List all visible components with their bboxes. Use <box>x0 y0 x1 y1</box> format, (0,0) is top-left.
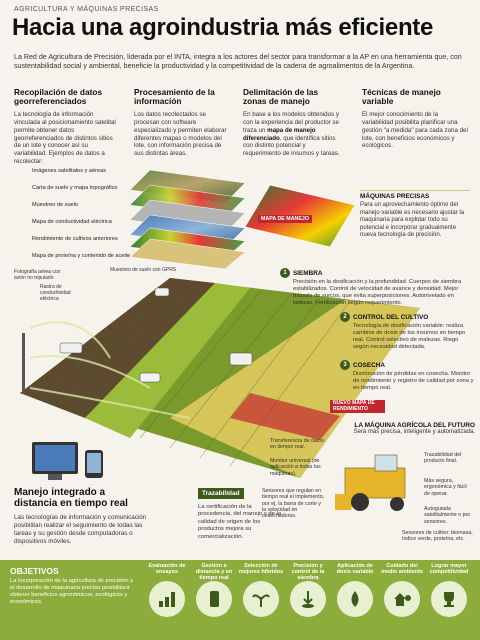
harvester-machine <box>229 352 253 366</box>
lead-paragraph: La Red de Agricultura de Precisión, lide… <box>14 53 462 71</box>
label-conductivity: Rastra de conductividad eléctrica <box>40 284 71 302</box>
column-zones: Delimitación de las zonas de manejo En b… <box>243 87 343 158</box>
goal-sowing: Precisión y control de la siembra <box>285 563 331 617</box>
note-biomass: Sensores de cultivo: biomasa, índice ver… <box>402 530 473 543</box>
note-auto: Autoguiada satelitalmente o por sensores… <box>424 506 471 525</box>
machines-box: MÁQUINAS PRECISAS Para un aprovechamient… <box>360 190 470 240</box>
goal-trials: Evaluación de ensayos <box>144 563 190 617</box>
drop-icon <box>337 581 373 617</box>
machines-title: MÁQUINAS PRECISAS <box>360 190 470 200</box>
map-layers-illustration <box>129 169 356 270</box>
management-section: Manejo integrado a distancia en tiempo r… <box>14 487 147 546</box>
column-data-collection: Recopilación de datos georreferenciados … <box>14 87 119 166</box>
house-tree-icon <box>384 581 420 617</box>
column-title: Procesamiento de la información <box>134 87 215 107</box>
seed-drill-icon <box>290 581 326 617</box>
tractor-gps <box>154 287 170 297</box>
label-aerial-photo: Fotografía aérea con avión no tripulado <box>14 269 61 281</box>
traceability-section: Trazabilidad La certificación de la proc… <box>198 488 282 540</box>
goal-environment: Cuidado del medio ambiente <box>379 563 425 617</box>
trophy-icon <box>431 581 467 617</box>
goal-competitiveness: Lograr mayor competitividad <box>426 563 472 617</box>
yield-map-overlay <box>230 393 340 440</box>
layer-label: Carta de suelo y mapa topográfico <box>30 185 120 191</box>
layer-label: Muestreo de suelo <box>30 202 81 208</box>
note-transfer: Transferencia de datos en tiempo real. <box>270 438 324 451</box>
map-tag: MAPA DE MANEJO <box>258 215 312 223</box>
chart-icon <box>149 581 185 617</box>
future-machine: LA MÁQUINA AGRÍCOLA DEL FUTURO Será más … <box>353 422 475 435</box>
layer-label: Mapa de proteína y contenido de aceite <box>30 253 133 259</box>
layer-label: Rendimiento de cultivos anteriores <box>30 236 120 242</box>
goal-hybrids: Selección de mejores híbridos <box>238 563 284 617</box>
column-text: El mejor conocimiento de la variabilidad… <box>362 111 468 150</box>
phone-icon <box>196 581 232 617</box>
column-text: Los datos recolectados se procesan con s… <box>134 111 227 157</box>
goal-remote: Gestión a distancia y en tiempo real <box>191 563 237 617</box>
column-title: Delimitación de las zonas de manejo <box>243 87 319 107</box>
note-ergonomic: Más segura, ergonómica y fácil de operar… <box>424 478 467 497</box>
antenna-tower <box>22 333 25 393</box>
field-illustration <box>20 278 420 478</box>
column-variable-management: Técnicas de manejo variable El mejor con… <box>362 87 470 150</box>
machines-text: Para un aprovechamiento óptimo del manej… <box>360 202 465 238</box>
layer-label: Imágenes satelitales y aéreas <box>30 168 109 174</box>
label-gps-sampling: Muestreo de suelo con GPRS <box>110 267 177 273</box>
column-text: En base a los modelos obtenidos y con la… <box>243 111 340 157</box>
yield-map-tag: NUEVO MAPA DE RENDIMIENTO <box>330 400 385 413</box>
combine-harvester-graphic <box>335 454 406 511</box>
column-title: Recopilación de datos georreferenciados <box>14 87 103 107</box>
sprayer-machine <box>139 372 161 383</box>
layer-protein <box>129 238 246 270</box>
note-monitor: Monitor universal (de aplicación a todas… <box>270 458 321 477</box>
note-trace: Trazabilidad del producto final. <box>424 452 462 465</box>
goal-variable-dose: Aplicación de dosis variable <box>332 563 378 617</box>
page-title: Hacia una agroindustria más eficiente <box>12 14 434 41</box>
sprout-icon <box>243 581 279 617</box>
note-sensors: Sensores que regulan en tiempo real el i… <box>262 488 325 520</box>
kicker: AGRICULTURA Y MÁQUINAS PRECISAS <box>14 6 159 13</box>
column-title: Técnicas de manejo variable <box>362 87 441 107</box>
computer-icon <box>32 442 103 480</box>
objectives-box: OBJETIVOS La incorporación de la agricul… <box>10 566 134 606</box>
seeder-machine <box>59 342 83 354</box>
column-processing: Procesamiento de la información Los dato… <box>134 87 229 158</box>
column-text: La tecnología de información vinculada a… <box>14 111 116 165</box>
layer-label: Mapa de conductividad eléctrica <box>30 219 114 225</box>
